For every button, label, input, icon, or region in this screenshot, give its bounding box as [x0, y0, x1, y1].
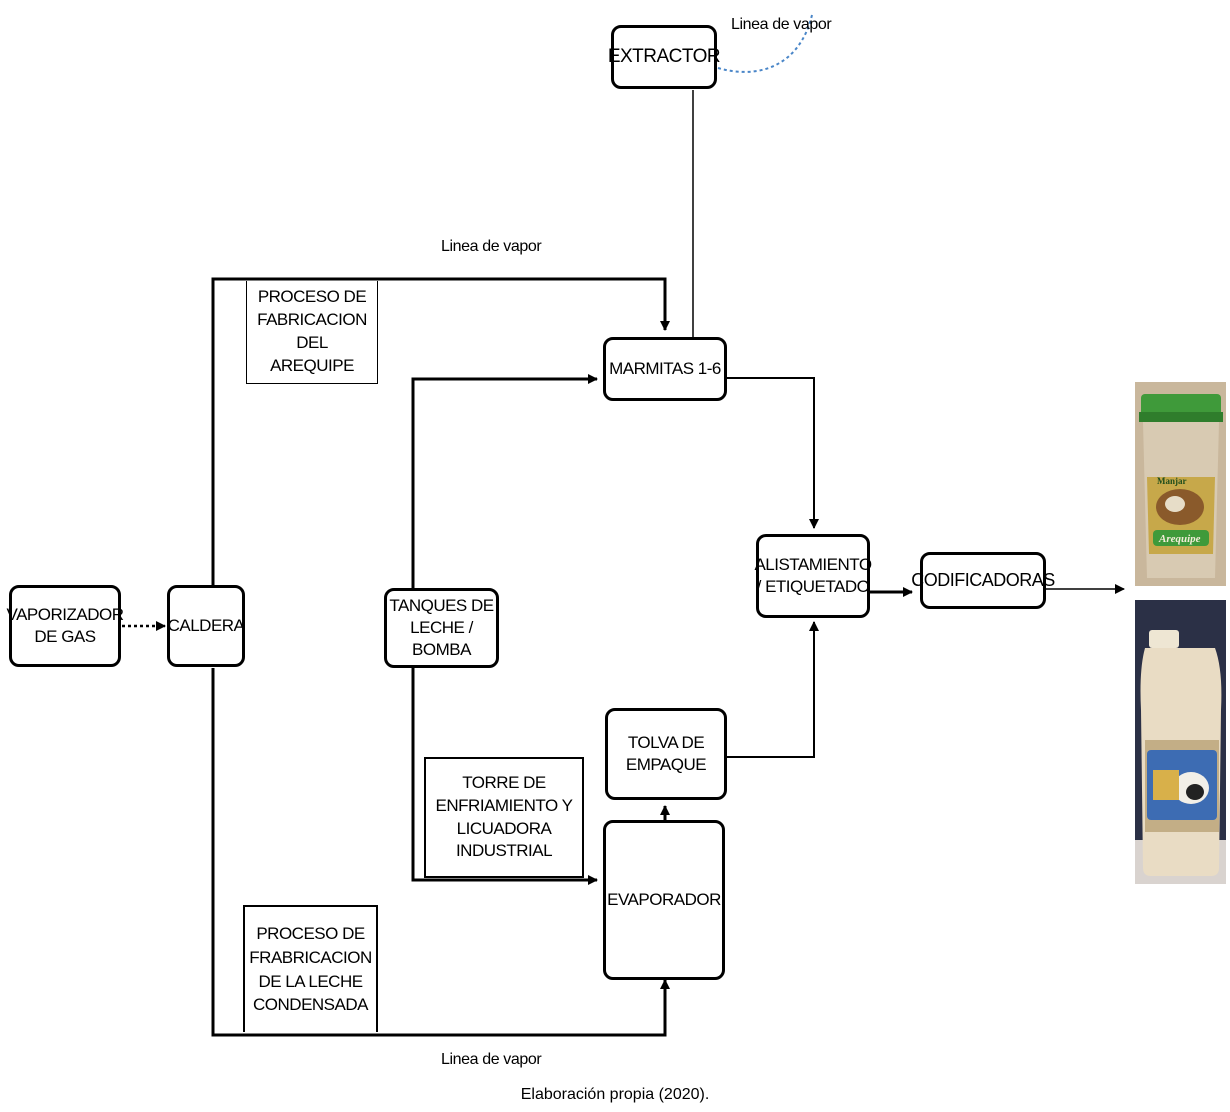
torre-enfriamiento-label: TORRE DE ENFRIAMIENTO Y LICUADORA INDUST… — [424, 757, 584, 878]
arequipe-brand-text: Manjar — [1157, 476, 1187, 486]
extractor-steam-curve — [717, 14, 813, 73]
tanques-marmitas-line — [411, 374, 598, 590]
tanques-evaporador-line — [411, 668, 598, 885]
marmitas-alistamiento-line — [727, 377, 819, 529]
proceso-leche-label: PROCESO DE FRABRICACION DE LA LECHE COND… — [243, 905, 378, 1032]
codificadoras-node: CODIFICADORAS — [911, 552, 1055, 609]
tolva-node: TOLVA DE EMPAQUE — [605, 708, 727, 800]
proceso-arequipe-label: PROCESO DE FABRICACION DEL AREQUIPE — [246, 281, 378, 384]
arequipe-bucket-photo: Manjar Arequipe — [1135, 382, 1226, 586]
arequipe-name-text: Arequipe — [1158, 533, 1201, 545]
tanques-node: TANQUES DE LECHE / BOMBA — [384, 588, 499, 668]
steam-line-label-top: Linea de vapor — [731, 16, 832, 33]
figure-caption: Elaboración propia (2020). — [520, 1086, 710, 1103]
caldera-node: CALDERA — [167, 585, 245, 667]
vaporizador-node: VAPORIZADOR DE GAS — [7, 585, 124, 667]
tolva-alistamiento-line — [727, 621, 819, 758]
condensed-milk-photo — [1135, 600, 1226, 884]
alistamiento-node: ALISTAMIENTO / ETIQUETADO — [754, 534, 872, 618]
steam-line-label-mid: Linea de vapor — [441, 238, 542, 255]
steam-line-top — [211, 277, 670, 585]
evaporador-node: EVAPORADOR — [603, 820, 725, 980]
steam-line-label-bottom: Linea de vapor — [441, 1051, 542, 1068]
steam-line-bottom — [211, 668, 670, 1037]
marmitas-node: MARMITAS 1-6 — [603, 337, 727, 401]
extractor-node: EXTRACTOR — [608, 25, 721, 89]
